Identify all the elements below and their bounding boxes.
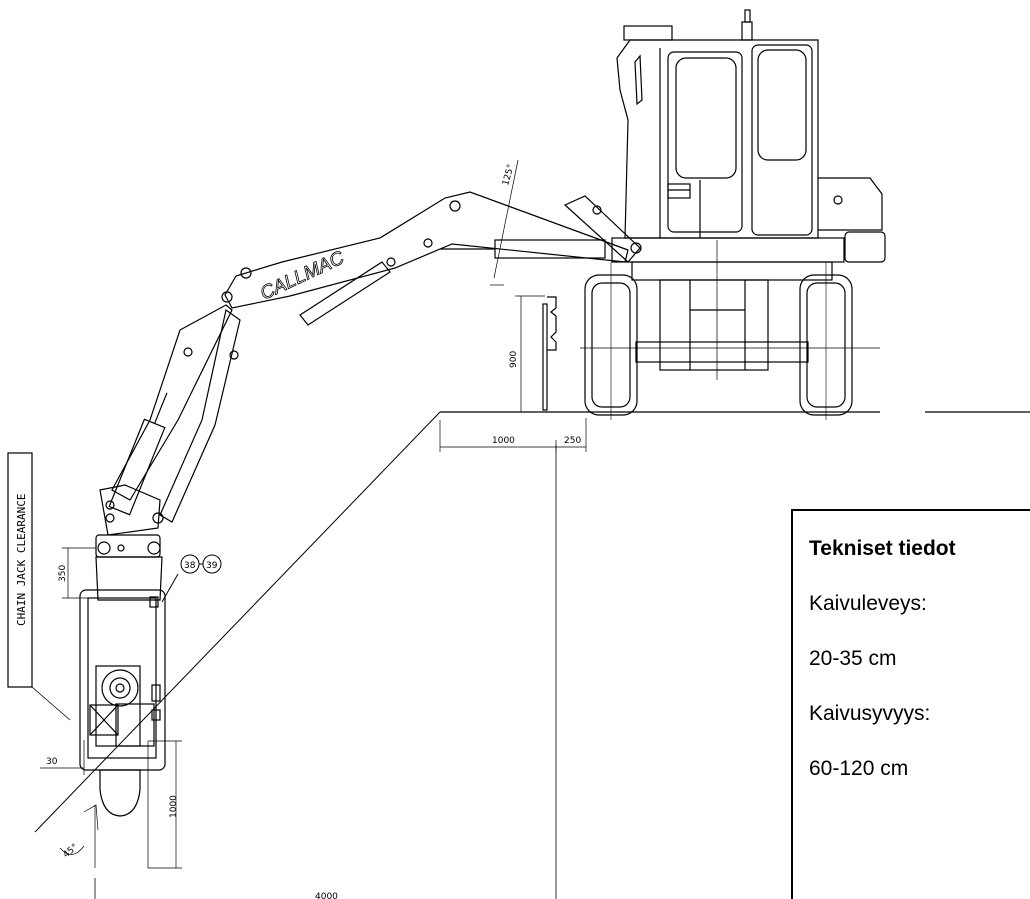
trencher-head bbox=[79, 534, 166, 817]
spec-label-trench-width: Kaivuleveys: bbox=[809, 592, 927, 615]
dim-1000-depth: 1000 bbox=[169, 795, 179, 818]
dim-250: 250 bbox=[564, 436, 581, 446]
arm-assembly bbox=[99, 304, 241, 536]
callout-38: 38 bbox=[184, 561, 196, 571]
dim-4000: 4000 bbox=[315, 892, 338, 899]
chain-dimension-350 bbox=[62, 547, 96, 599]
dim-900: 900 bbox=[509, 351, 519, 368]
specs-title: Tekniset tiedot bbox=[809, 537, 956, 560]
carrier-body bbox=[580, 9, 886, 420]
height-dimension bbox=[515, 295, 545, 412]
spec-value-trench-depth: 60-120 cm bbox=[809, 757, 909, 780]
chain-jack-clearance-label: CHAIN JACK CLEARANCE bbox=[15, 494, 28, 626]
clearance-label-box bbox=[7, 452, 71, 721]
spec-label-trench-depth: Kaivusyvyys: bbox=[809, 702, 931, 725]
ground-lines bbox=[34, 411, 1030, 899]
gap-dimension-30 bbox=[40, 740, 85, 775]
stabilizer-leg bbox=[542, 296, 557, 411]
dim-angle-125: 125° bbox=[501, 163, 516, 187]
dim-1000-ground: 1000 bbox=[492, 436, 515, 446]
dim-angle-45: 45° bbox=[62, 842, 81, 860]
boom-assembly: CALLMAC bbox=[221, 159, 642, 326]
dim-30: 30 bbox=[46, 757, 58, 767]
trench-depth-dimension bbox=[59, 740, 182, 869]
callout-39: 39 bbox=[206, 561, 218, 571]
dim-350: 350 bbox=[58, 565, 68, 582]
brand-text: CALLMAC bbox=[257, 247, 347, 304]
spec-value-trench-width: 20-35 cm bbox=[809, 647, 897, 670]
technical-specs-box: Tekniset tiedot Kaivuleveys: 20-35 cm Ka… bbox=[791, 509, 1030, 899]
ground-dimension bbox=[439, 418, 587, 452]
callout-bubbles bbox=[161, 554, 222, 603]
